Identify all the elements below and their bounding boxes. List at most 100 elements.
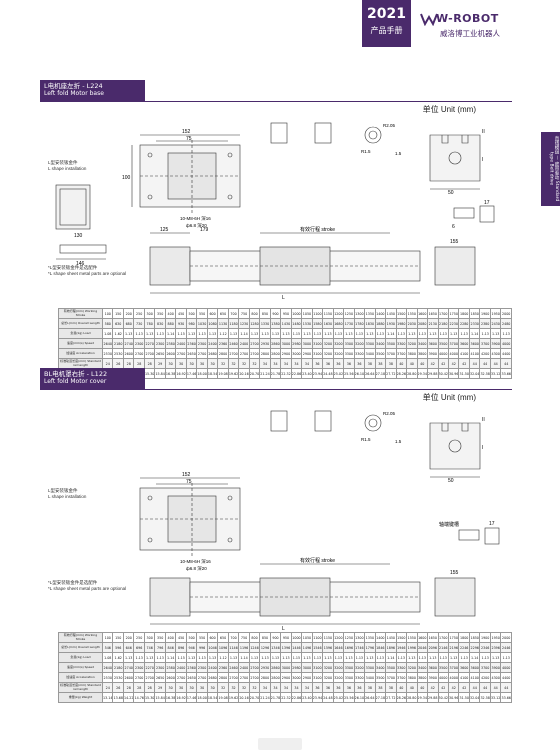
table-cell: 2700 [248,338,261,349]
stroke-label: 有效行程 stroke [300,557,335,564]
table-cell: 350 [154,632,166,643]
row-label: 速度(mm/s) Speed [58,338,103,349]
table-cell: 1196 [238,642,250,653]
dim-17: 17 [489,521,495,527]
table-cell: 42 [437,682,450,693]
table-cell: 1400 [374,308,387,319]
table-cell: 3900 [426,348,439,359]
table-cell: 3500 [437,338,450,349]
table-cell: 15.84 [154,368,166,379]
table-cell: 28 [143,682,156,693]
table-cell: 3600 [458,338,470,349]
table-cell: 1.13 [437,328,450,339]
table-cell: 36 [311,682,324,693]
table-cell: 1.08 [101,652,114,663]
table-cell: 500 [185,308,198,319]
table-cell: 1030 [196,318,208,329]
table-cell: 3900 [426,672,439,683]
table-cell: 2270 [143,338,156,349]
table-cell: 15.30 [143,692,156,703]
table-cell: 3200 [332,338,345,349]
row-label: 有效行程(mm) Working Stroke [58,632,103,643]
table-cell: 2380 [479,318,491,329]
table-cell: 1.13 [322,652,334,663]
table-cell: 20.70 [248,368,261,379]
table-cell: 1700 [437,632,450,643]
table-cell: 630 [112,318,124,329]
table-cell: 700 [227,308,240,319]
table-cell: 2980 [290,662,303,673]
table-cell: 1.13 [301,328,313,339]
table-cell: 30 [164,682,177,693]
table-cell: 2360 [185,662,198,673]
table-cell: 20.16 [238,692,250,703]
table-cell: 34 [259,682,271,693]
table-cell: 1500 [395,632,408,643]
table-cell: 2400 [238,662,250,673]
table-cell: 400 [164,632,177,643]
dim-6: 6 [452,224,455,230]
table-cell: 4400 [500,348,512,359]
table-cell: 27.72 [385,692,397,703]
table-cell: 2130 [426,318,439,329]
table-cell: 3700 [395,672,408,683]
table-cell: 2530 [112,672,124,683]
table-cell: 24.48 [322,368,334,379]
table-cell: 36 [332,682,345,693]
table-cell: 1.13 [437,652,450,663]
table-cell: 2300 [154,662,166,673]
table-cell: 26 [112,682,124,693]
table-cell: 1.13 [196,328,208,339]
table-cell: 1446 [290,642,303,653]
table-cell: 300 [143,632,156,643]
table-cell: 29 [154,682,166,693]
table-cell: 3000 [290,672,303,683]
table-cell: 2080 [416,318,429,329]
dim-146: 146 [76,261,85,265]
table-cell: 2800 [269,672,282,683]
table-cell: 2460 [227,662,240,673]
table-cell: 900 [269,632,282,643]
table-cell: 3900 [489,662,502,673]
table-cell: 1.13 [343,328,355,339]
table-cell: 3200 [406,662,418,673]
table-cell: 1.13 [311,652,324,663]
table-cell: 1.13 [248,328,261,339]
table-cell: 2680 [206,348,219,359]
table-cell: 23.40 [301,368,313,379]
table-cell: 2180 [112,662,124,673]
table-cell: 24 [101,358,114,369]
table-cell: 2980 [290,338,303,349]
table-cell: 22.32 [280,368,292,379]
table-cell: 500 [185,632,198,643]
brand-name: W-ROBOT [436,12,499,25]
table-cell: 650 [217,308,229,319]
table-cell: 1346 [269,642,282,653]
table-cell: 14.76 [133,692,145,703]
table-cell: 1.13 [343,652,355,663]
table-cell: 30 [175,682,187,693]
table-cell: 42 [426,682,439,693]
side-view-drawing: 125 179 有效行程 stroke L 155 [149,226,476,300]
table-cell: 38 [385,682,397,693]
table-cell: 42 [437,358,450,369]
table-cell: 1580 [311,318,324,329]
dim-152: 152 [182,129,191,135]
dim-179: 179 [200,227,209,233]
optional-note: *L型安装钣金件是选配件 *L shape sheet metal parts … [48,265,126,277]
table-cell: 2800 [217,348,229,359]
side-category-tab[interactable]: 直线模组 — 皮带驱动 Standard type Belt drive [541,132,560,206]
table-cell: 1.13 [374,328,387,339]
table-cell: 1.13 [196,652,208,663]
table-cell: 3000 [280,338,292,349]
table-cell: 13.68 [112,692,124,703]
table-cell: 38 [385,358,397,369]
table-cell: 32 [248,682,261,693]
profile-clamp-drawing: R2.05 R1.5 1.5 [270,410,402,444]
stroke-label: 有效行程 stroke [300,226,335,233]
dim-155: 155 [450,570,459,576]
table-cell: 18.00 [196,368,208,379]
